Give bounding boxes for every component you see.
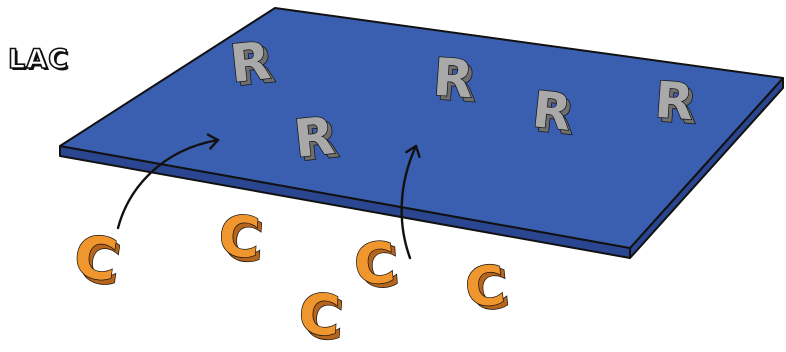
cell-c-2: CC bbox=[216, 203, 267, 276]
cell-shadow: C bbox=[356, 234, 402, 302]
cell-c-3: CC bbox=[351, 230, 402, 303]
cell-shadow: C bbox=[300, 286, 346, 347]
receptor-glyph: R bbox=[291, 106, 337, 170]
cell-c-5: CC bbox=[296, 281, 347, 352]
receptor-glyph: R bbox=[227, 31, 273, 95]
receptor-r-1: RR bbox=[226, 30, 278, 99]
cell-c-4: CC bbox=[461, 253, 513, 325]
arrow-shaft bbox=[116, 138, 220, 230]
receptor-r-2: RR bbox=[430, 47, 479, 115]
receptor-r-5: RR bbox=[290, 105, 342, 174]
arrow-group bbox=[116, 133, 421, 260]
receptor-glyph: R bbox=[530, 80, 574, 142]
receptor-shadow: R bbox=[296, 110, 342, 174]
cell-shadow: C bbox=[466, 257, 512, 324]
lac-label: LAC bbox=[7, 43, 69, 76]
cell-glyph: C bbox=[352, 231, 398, 299]
cell-shadow: C bbox=[220, 208, 266, 276]
receptor-shadow: R bbox=[435, 52, 479, 115]
receptor-glyph: R bbox=[653, 71, 695, 132]
cell-c-1: CC bbox=[69, 221, 125, 300]
cell-glyph: C bbox=[217, 204, 263, 272]
cell-glyph: C bbox=[70, 222, 122, 295]
arrow-2 bbox=[400, 144, 421, 260]
arrow-shaft bbox=[400, 144, 418, 260]
receptor-r-4: RR bbox=[652, 70, 700, 136]
receptor-shadow: R bbox=[533, 85, 577, 147]
receptor-glyph: R bbox=[431, 48, 475, 111]
receptor-r-3: RR bbox=[529, 80, 578, 148]
arrow-1 bbox=[116, 133, 220, 230]
cell-shadow: C bbox=[73, 226, 125, 299]
cell-glyph: C bbox=[297, 282, 343, 347]
receptor-shadow: R bbox=[232, 35, 278, 99]
receptor-shadow: R bbox=[657, 75, 699, 136]
arrow-head bbox=[405, 144, 421, 159]
cell-glyph: C bbox=[462, 253, 508, 320]
arrow-head bbox=[206, 133, 220, 150]
sheet-top bbox=[59, 7, 784, 249]
